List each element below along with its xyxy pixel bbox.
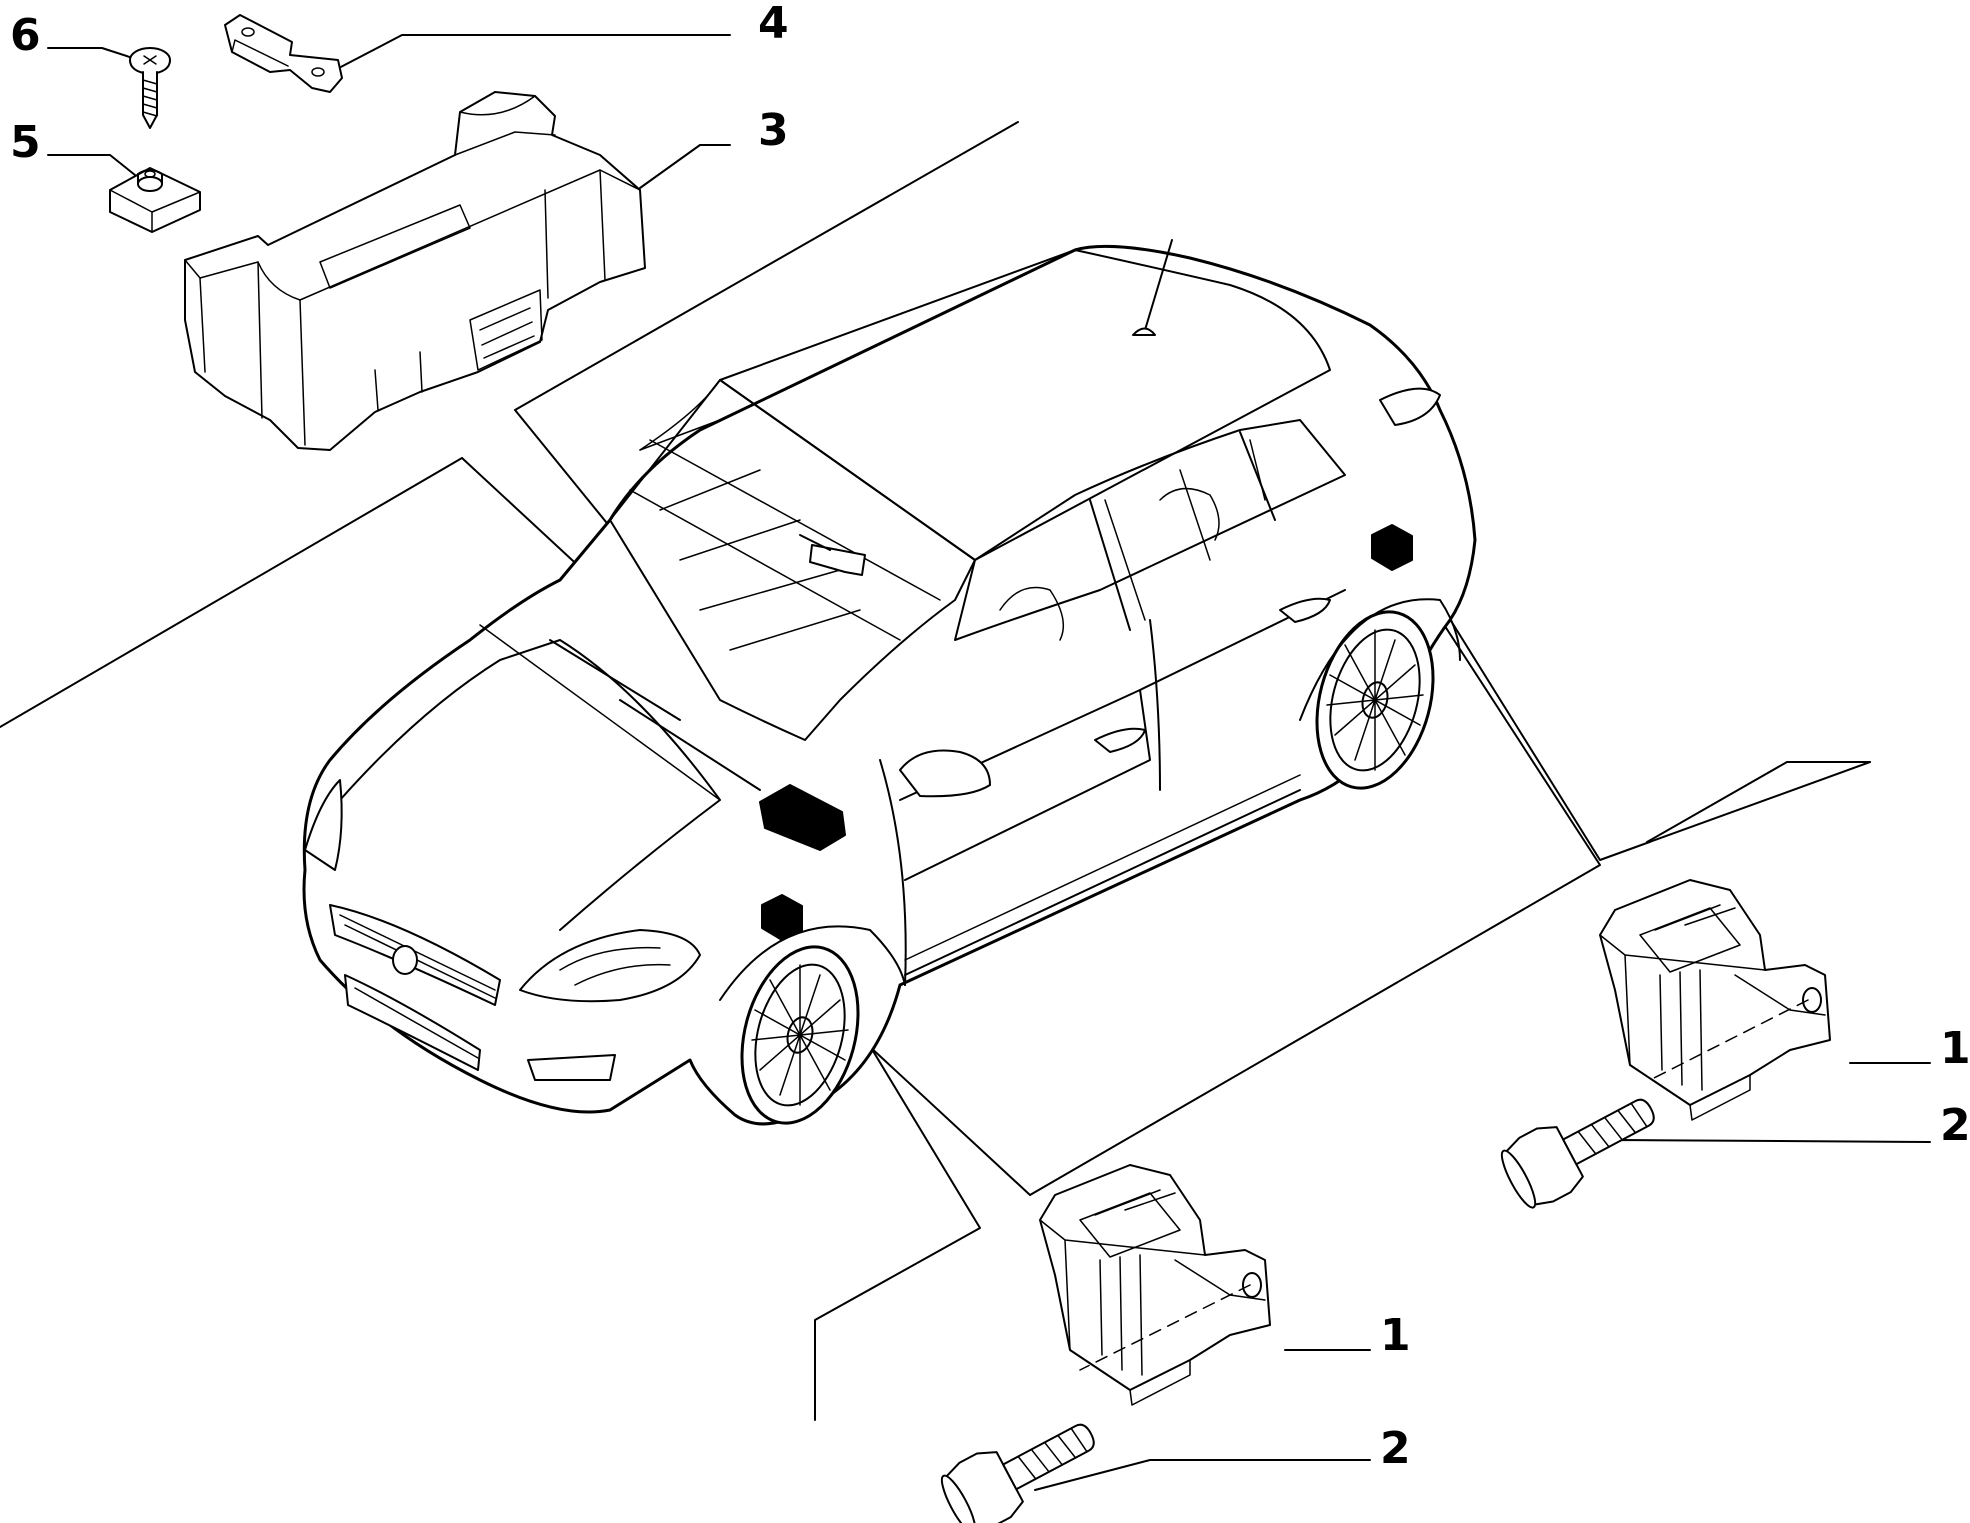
rear-sensor-location bbox=[1371, 524, 1413, 571]
sensor-housing-icon bbox=[1039, 1164, 1271, 1406]
callout-4: 4 bbox=[758, 0, 789, 49]
callout-2-front: 2 bbox=[1380, 1423, 1411, 1474]
control-unit-icon bbox=[184, 91, 646, 451]
car-body-outline bbox=[302, 244, 1477, 1126]
car-illustration bbox=[302, 239, 1477, 1126]
rear-bolt-axis bbox=[1649, 999, 1809, 1081]
windscreen bbox=[609, 379, 976, 741]
front-badge bbox=[392, 945, 418, 975]
control-unit-location bbox=[759, 784, 846, 851]
clip-nut-icon bbox=[109, 167, 201, 233]
side-mirror bbox=[899, 749, 991, 798]
callout-6: 6 bbox=[10, 10, 41, 61]
callout-5: 5 bbox=[10, 117, 41, 168]
callout-1-rear: 1 bbox=[1940, 1023, 1970, 1074]
front-sensor-location bbox=[761, 894, 803, 941]
headlight-left bbox=[304, 779, 343, 871]
callout-3: 3 bbox=[758, 105, 789, 156]
sensor-housing-icon bbox=[1599, 879, 1831, 1121]
mounting-bracket-icon bbox=[224, 14, 343, 93]
callout-1-front: 1 bbox=[1380, 1310, 1411, 1361]
flange-bolt-icon bbox=[1500, 1098, 1655, 1209]
rear-wheel bbox=[1315, 610, 1435, 790]
flange-bolt-icon bbox=[940, 1423, 1095, 1523]
self-tapping-screw-icon bbox=[129, 47, 171, 129]
front-wheel bbox=[740, 945, 860, 1125]
front-bolt-axis bbox=[1079, 1284, 1251, 1371]
callout-2-rear: 2 bbox=[1940, 1100, 1970, 1151]
side-windows bbox=[954, 419, 1346, 641]
